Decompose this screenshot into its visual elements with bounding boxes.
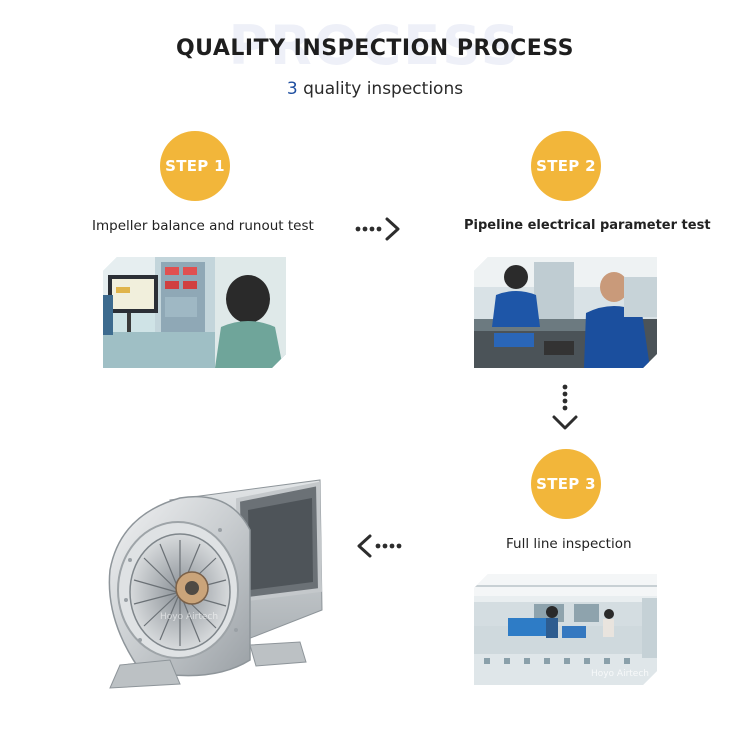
step-1-badge: STEP 1 [160, 131, 230, 201]
dotted-arrow-right-icon [354, 214, 404, 244]
title-watermark: PROCESS [228, 14, 522, 77]
step-2-badge: STEP 2 [531, 131, 601, 201]
balance-test-photo [103, 257, 286, 368]
page-title: QUALITY INSPECTION PROCESS [175, 36, 575, 61]
step-3-label: STEP 3 [536, 475, 596, 493]
step-3-photo-watermark: Hoyo Airtech [590, 669, 649, 679]
dotted-arrow-left-icon [354, 531, 404, 561]
centrifugal-fan-image: Hoyo Airtech [100, 470, 332, 702]
step-3-badge: STEP 3 [531, 449, 601, 519]
fan-watermark: Hoyo Airtech [160, 612, 219, 622]
step-2-label: STEP 2 [536, 157, 596, 175]
step-1-label: STEP 1 [165, 157, 225, 175]
step-3-caption: Full line inspection [506, 536, 632, 552]
inspection-count: 3 [286, 79, 298, 99]
line-inspection-photo [474, 574, 657, 685]
step-3-photo: Hoyo Airtech [474, 574, 657, 685]
electrical-test-photo [474, 257, 657, 368]
subtitle-text: quality inspections [297, 79, 464, 99]
step-1-photo [103, 257, 286, 368]
step-2-caption: Pipeline electrical parameter test [464, 218, 711, 233]
dotted-arrow-down-icon [550, 382, 580, 434]
page-subtitle: 3 quality inspections [0, 79, 750, 99]
step-2-photo [474, 257, 657, 368]
step-1-caption: Impeller balance and runout test [92, 218, 314, 234]
